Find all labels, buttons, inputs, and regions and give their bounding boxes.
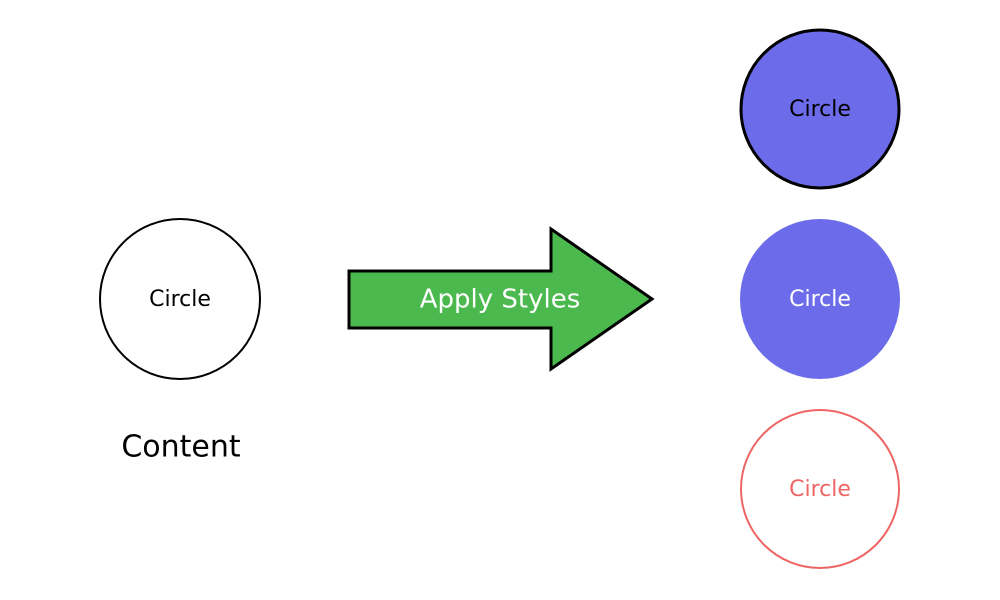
- result-circle-1-group[interactable]: Circle: [739, 28, 901, 190]
- apply-styles-arrow-group[interactable]: Apply Styles: [347, 226, 655, 372]
- result-circle-3-shape[interactable]: [740, 409, 900, 569]
- source-caption: Content: [121, 430, 241, 465]
- result-circle-2-label: Circle: [789, 287, 851, 312]
- arrow-label: Apply Styles: [420, 285, 581, 315]
- result-circle-1-label: Circle: [789, 97, 851, 122]
- result-circle-2-shape[interactable]: [740, 219, 900, 379]
- source-circle-shape[interactable]: [99, 218, 261, 380]
- result-circle-3-group[interactable]: Circle: [740, 409, 900, 569]
- result-circle-3-label: Circle: [789, 477, 851, 502]
- arrow-right-icon[interactable]: [347, 226, 655, 372]
- result-circle-1-shape[interactable]: [739, 28, 901, 190]
- result-circle-2-group[interactable]: Circle: [740, 219, 900, 379]
- source-circle-group[interactable]: Circle: [99, 218, 261, 380]
- source-circle-label: Circle: [149, 287, 211, 312]
